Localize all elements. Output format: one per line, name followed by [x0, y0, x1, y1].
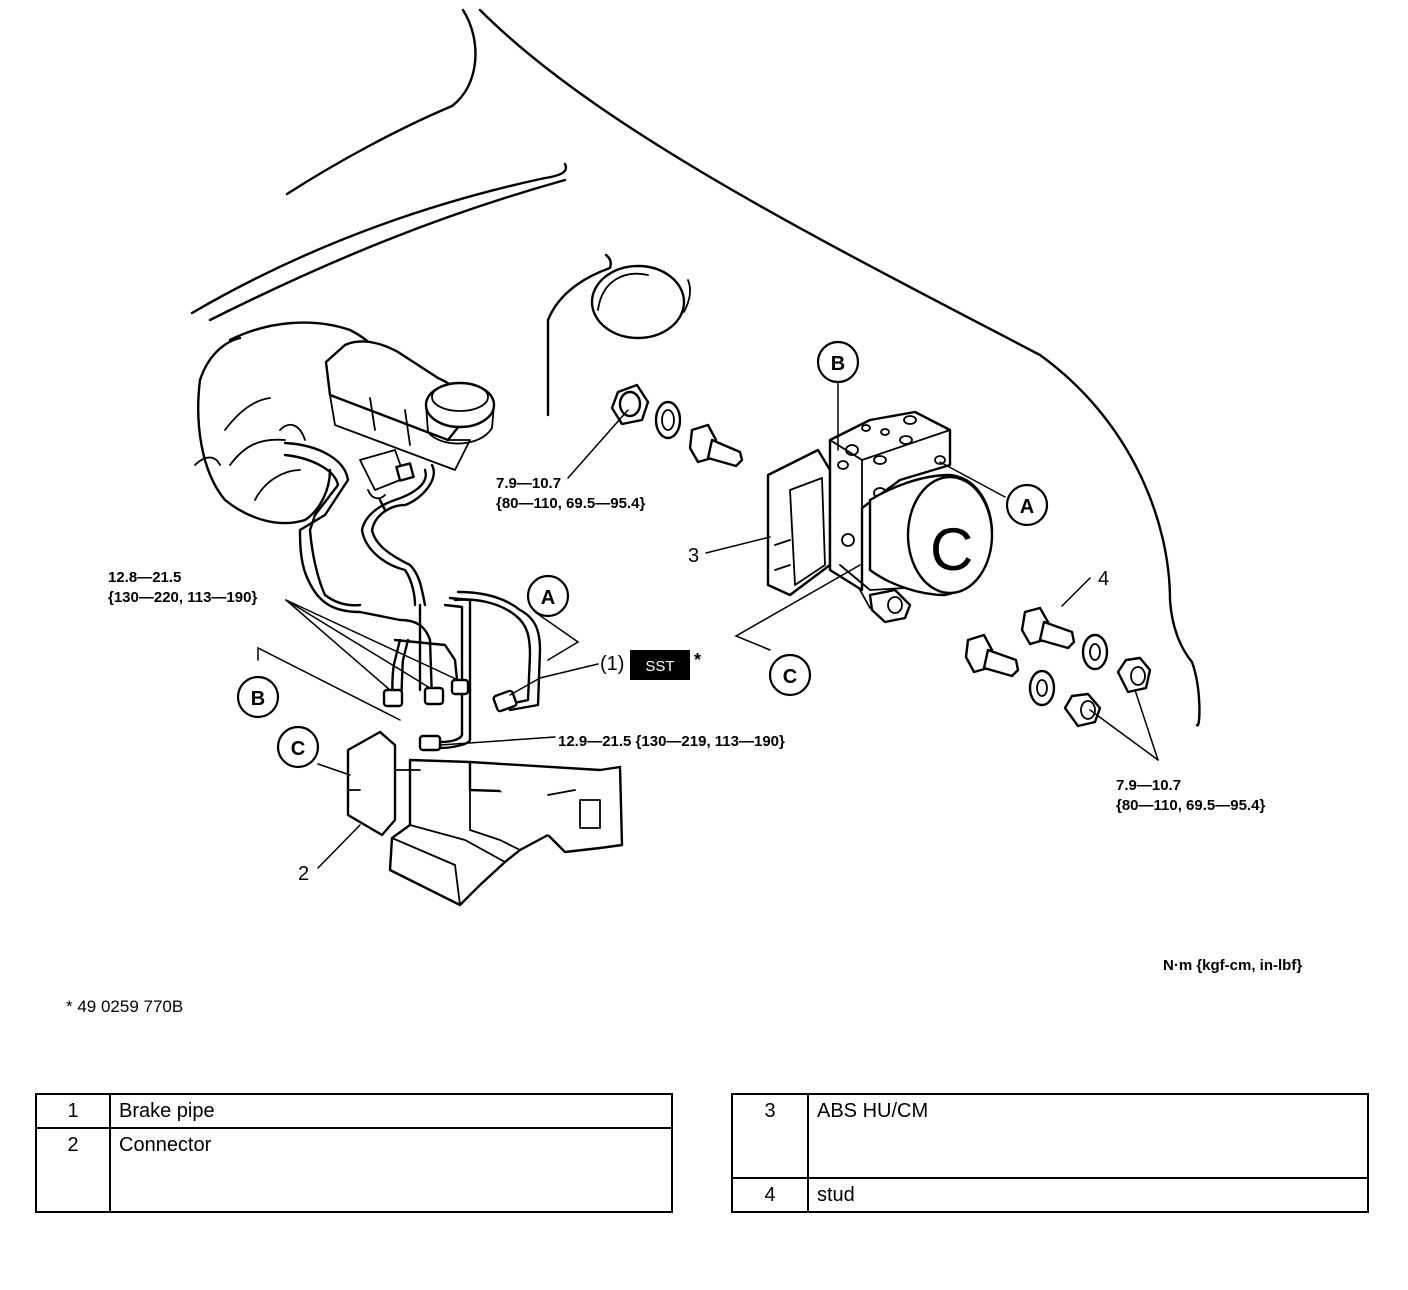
torque-flare-left-line2: {130—220, 113—190} [108, 589, 257, 606]
callout-a-left: A [526, 574, 570, 618]
svg-text:B: B [251, 688, 265, 710]
torque-upper-nut-line1: 7.9—10.7 [496, 475, 561, 492]
callout-a-right: A [1005, 483, 1049, 527]
torque-lower-nut-line1: 7.9—10.7 [1116, 777, 1181, 794]
torque-upper-nut-line2: {80—110, 69.5—95.4} [496, 495, 645, 512]
brake-booster-master-cylinder [194, 321, 496, 525]
svg-text:C: C [930, 516, 973, 583]
svg-text:A: A [1020, 496, 1034, 518]
sst-asterisk: * [694, 650, 701, 670]
parts-table-left: 1 Brake pipe 2 Connector [35, 1093, 673, 1213]
callout-c-right: C [768, 653, 812, 697]
table-row: 4 stud [731, 1177, 1369, 1213]
item-number-3: 3 [688, 545, 699, 567]
lower-studs-nuts-washers [964, 606, 1152, 728]
part-number: 4 [731, 1177, 809, 1213]
strut-tower [546, 253, 691, 417]
part-number: 3 [731, 1093, 809, 1179]
part-number: 2 [35, 1127, 111, 1213]
part-name: stud [807, 1177, 1369, 1213]
part-name: Connector [109, 1127, 673, 1213]
callout-b-top: B [816, 340, 860, 384]
table-row: 3 ABS HU/CM [731, 1093, 1369, 1179]
item-number-4: 4 [1098, 568, 1109, 590]
brake-pipes [283, 441, 542, 750]
table-row: 2 Connector [35, 1127, 673, 1213]
sst-badge: SST [630, 650, 690, 680]
svg-text:C: C [783, 666, 797, 688]
torque-lower-nut-line2: {80—110, 69.5—95.4} [1116, 797, 1265, 814]
table-row: 1 Brake pipe [35, 1093, 673, 1129]
part-number: 1 [35, 1093, 111, 1129]
torque-flare-left-line1: 12.8—21.5 [108, 569, 181, 586]
svg-text:A: A [541, 587, 555, 609]
flare-nuts [382, 678, 518, 752]
part-name: Brake pipe [109, 1093, 673, 1129]
callout-b-left: B [236, 675, 280, 719]
sst-tool-number: * 49 0259 770B [66, 997, 183, 1016]
item-number-1: (1) [600, 653, 624, 675]
callout-c-left: C [276, 725, 320, 769]
leader-lines [257, 379, 1159, 869]
parts-table-right: 3 ABS HU/CM 4 stud [731, 1093, 1369, 1213]
item-number-2: 2 [298, 863, 309, 885]
upper-stud-nut-washer [610, 383, 744, 468]
part-name: ABS HU/CM [807, 1093, 1369, 1179]
fender-outline [190, 8, 1201, 727]
abs-hu-cm-unit: C [766, 410, 994, 624]
torque-units: N·m {kgf-cm, in-lbf} [1163, 957, 1302, 974]
svg-text:C: C [291, 738, 305, 760]
connector-bracket [346, 730, 624, 907]
svg-text:B: B [831, 353, 845, 375]
torque-flare-bottom: 12.9—21.5 {130—219, 113—190} [558, 733, 785, 750]
svg-text:SST: SST [645, 658, 674, 675]
